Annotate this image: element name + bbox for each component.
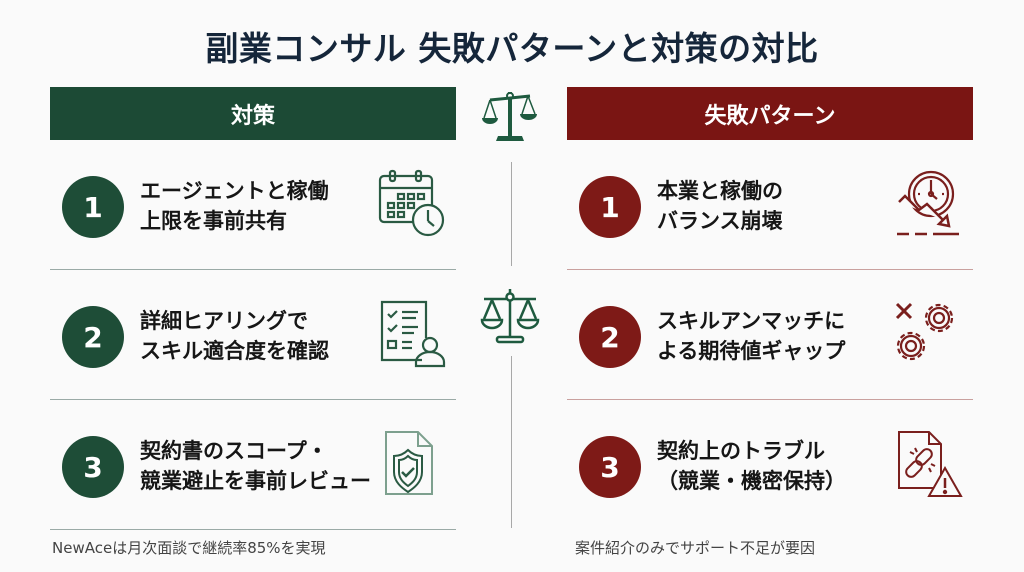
number-badge: 2	[579, 306, 641, 368]
clock-decline-icon	[897, 170, 959, 236]
center-divider-top	[511, 162, 512, 266]
balance-scale-icon	[482, 92, 537, 141]
item-text-line1: エージェントと稼働	[140, 179, 329, 203]
failure-footnote: 案件紹介のみでサポート不足が要因	[575, 539, 816, 557]
countermeasure-header: 対策	[50, 87, 456, 140]
broken-link-warning-icon	[898, 431, 963, 497]
countermeasure-column: 1 エージェントと稼働 上限を事前共有 2 詳細ヒアリングで	[50, 140, 456, 530]
item-text-line1: 契約上のトラブル	[657, 439, 825, 463]
row-divider	[50, 399, 456, 400]
page-title: 副業コンサル 失敗パターンと対策の対比	[205, 29, 819, 68]
document-shield-check-icon	[385, 431, 433, 495]
calendar-clock-icon	[378, 169, 445, 237]
center-divider-bottom	[511, 356, 512, 528]
item-text-line2: スキル適合度を確認	[140, 339, 329, 363]
item-text-line2: （競業・機密保持）	[657, 469, 846, 493]
countermeasure-item-3: 3 契約書のスコープ・ 競業避止を事前レビュー	[50, 400, 456, 530]
countermeasure-item-1: 1 エージェントと稼働 上限を事前共有	[50, 140, 456, 270]
item-text-line2: 上限を事前共有	[140, 209, 287, 233]
countermeasure-item-2: 2 詳細ヒアリングで スキル適合度を確認	[50, 270, 456, 400]
failure-pattern-header-label: 失敗パターン	[704, 103, 836, 129]
failure-item-1: 1 本業と稼働の バランス崩壊	[567, 140, 973, 270]
gears-mismatch-icon	[895, 302, 954, 361]
checklist-person-icon	[380, 300, 446, 368]
row-divider	[50, 529, 456, 530]
item-text-line1: 本業と稼働の	[657, 179, 783, 203]
balance-scale-icon	[480, 289, 540, 344]
item-text-line2: 競業避止を事前レビュー	[140, 469, 371, 493]
failure-pattern-column: 1 本業と稼働の バランス崩壊 2 スキルアンマッチに よる期	[567, 140, 973, 530]
countermeasure-footnote: NewAceは月次面談で継続率85%を実現	[52, 539, 326, 557]
number-badge: 3	[62, 436, 124, 498]
item-text-line2: よる期待値ギャップ	[657, 339, 846, 363]
item-text-line1: スキルアンマッチに	[657, 309, 846, 333]
row-divider	[567, 269, 973, 270]
number-badge: 1	[62, 176, 124, 238]
item-text-line1: 契約書のスコープ・	[140, 439, 328, 463]
number-badge: 3	[579, 436, 641, 498]
failure-item-3: 3 契約上のトラブル （競業・機密保持）	[567, 400, 973, 530]
failure-item-2: 2 スキルアンマッチに よる期待値ギャップ	[567, 270, 973, 400]
number-badge: 2	[62, 306, 124, 368]
countermeasure-header-label: 対策	[230, 103, 275, 129]
item-text-line1: 詳細ヒアリングで	[140, 309, 308, 333]
item-text-line2: バランス崩壊	[657, 209, 783, 233]
number-badge: 1	[579, 176, 641, 238]
failure-pattern-header: 失敗パターン	[567, 87, 973, 140]
row-divider	[567, 399, 973, 400]
row-divider	[50, 269, 456, 270]
